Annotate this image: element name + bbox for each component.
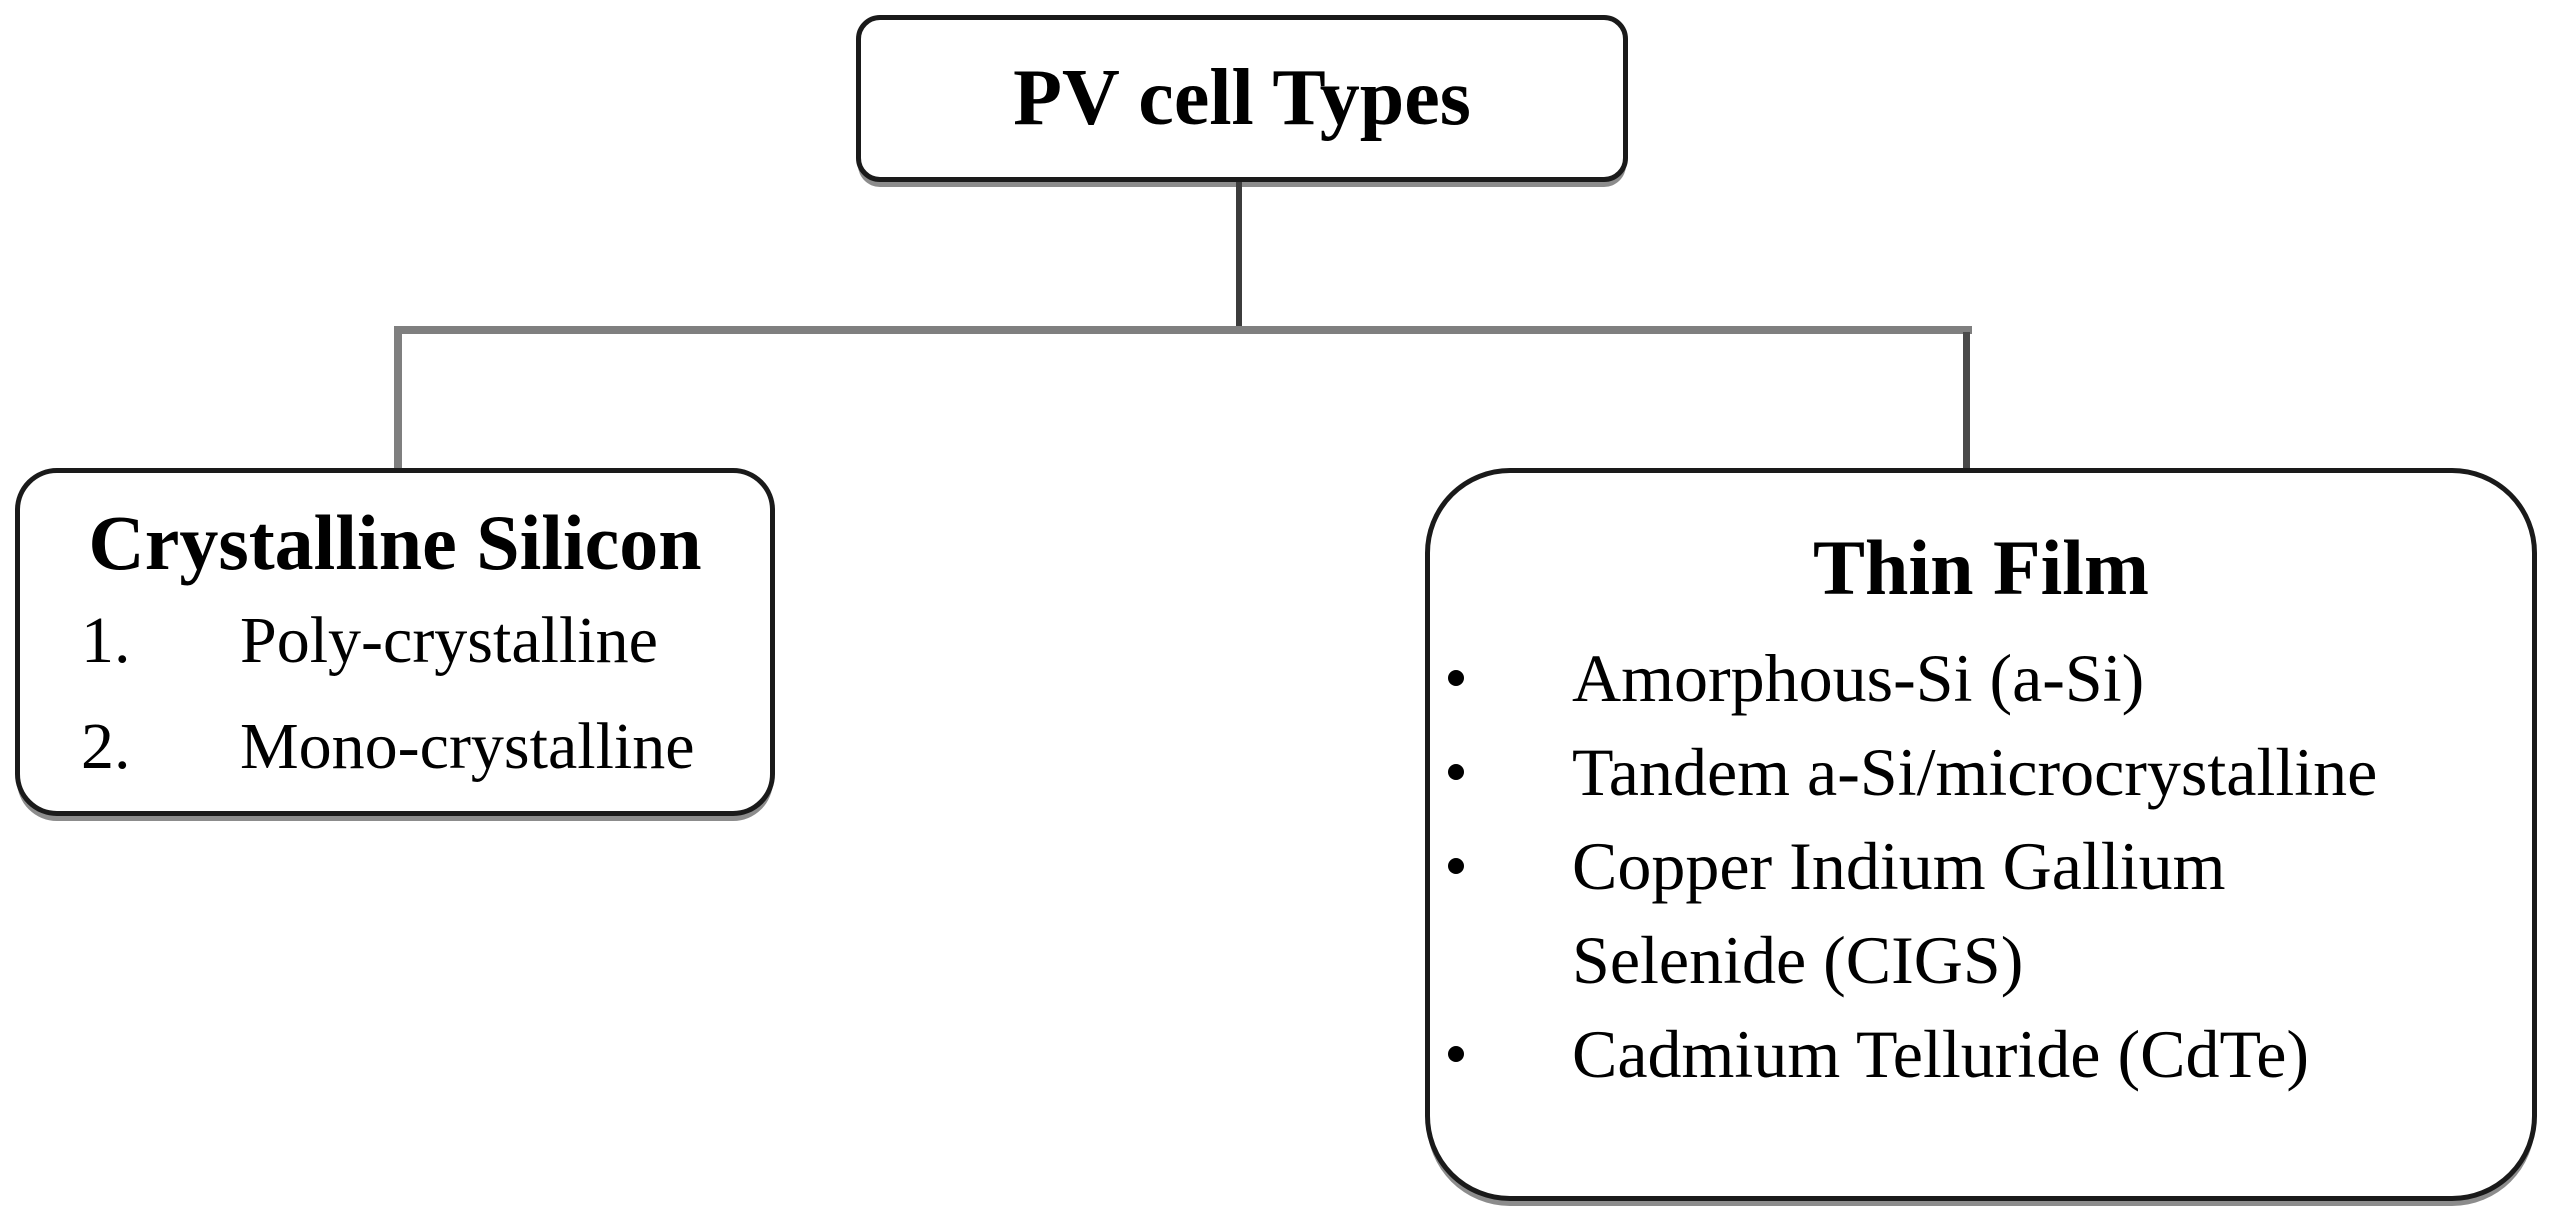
node-thin-film: Thin Film Amorphous-Si (a-Si) Tandem a-S… bbox=[1425, 468, 2537, 1201]
list-item-text: Poly-crystalline bbox=[240, 604, 658, 677]
list-item-number: 2. bbox=[81, 710, 131, 783]
list-item-text: Cadmium Telluride (CdTe) bbox=[1572, 1016, 2310, 1092]
connector-left-drop bbox=[394, 332, 402, 470]
list-item: Copper Indium Gallium Selenide (CIGS) bbox=[1430, 819, 2532, 1007]
connector-root-stem bbox=[1236, 182, 1242, 330]
list-item-text: Tandem a-Si/microcrystalline bbox=[1572, 734, 2378, 810]
node-crystalline-silicon: Crystalline Silicon 1. Poly-crystalline … bbox=[15, 468, 775, 816]
bullet-icon bbox=[1448, 670, 1464, 686]
bullet-icon bbox=[1448, 858, 1464, 874]
root-node-pv-cell-types: PV cell Types bbox=[856, 15, 1628, 182]
list-item: 2. Mono-crystalline bbox=[20, 694, 770, 800]
root-node-title: PV cell Types bbox=[1013, 54, 1471, 142]
list-item-number: 1. bbox=[81, 604, 131, 677]
list-item: Tandem a-Si/microcrystalline bbox=[1430, 725, 2532, 819]
list-item-text-line: Copper Indium Gallium bbox=[1572, 828, 2226, 904]
list-item: Cadmium Telluride (CdTe) bbox=[1430, 1007, 2532, 1101]
thin-film-list: Amorphous-Si (a-Si) Tandem a-Si/microcry… bbox=[1430, 631, 2532, 1101]
bullet-icon bbox=[1448, 764, 1464, 780]
bullet-icon bbox=[1448, 1046, 1464, 1062]
list-item: Amorphous-Si (a-Si) bbox=[1430, 631, 2532, 725]
list-item: 1. Poly-crystalline bbox=[20, 588, 770, 694]
connector-horizontal-bar bbox=[394, 326, 1972, 334]
list-item-text: Copper Indium Gallium Selenide (CIGS) bbox=[1572, 819, 2225, 1007]
connector-right-drop bbox=[1963, 332, 1970, 470]
crystalline-silicon-list: 1. Poly-crystalline 2. Mono-crystalline bbox=[20, 588, 770, 800]
list-item-text: Amorphous-Si (a-Si) bbox=[1572, 640, 2145, 716]
list-item-text: Mono-crystalline bbox=[240, 710, 695, 783]
list-item-text-line: Selenide (CIGS) bbox=[1572, 922, 2024, 998]
node-title-crystalline-silicon: Crystalline Silicon bbox=[88, 499, 702, 586]
node-title-thin-film: Thin Film bbox=[1813, 524, 2149, 611]
